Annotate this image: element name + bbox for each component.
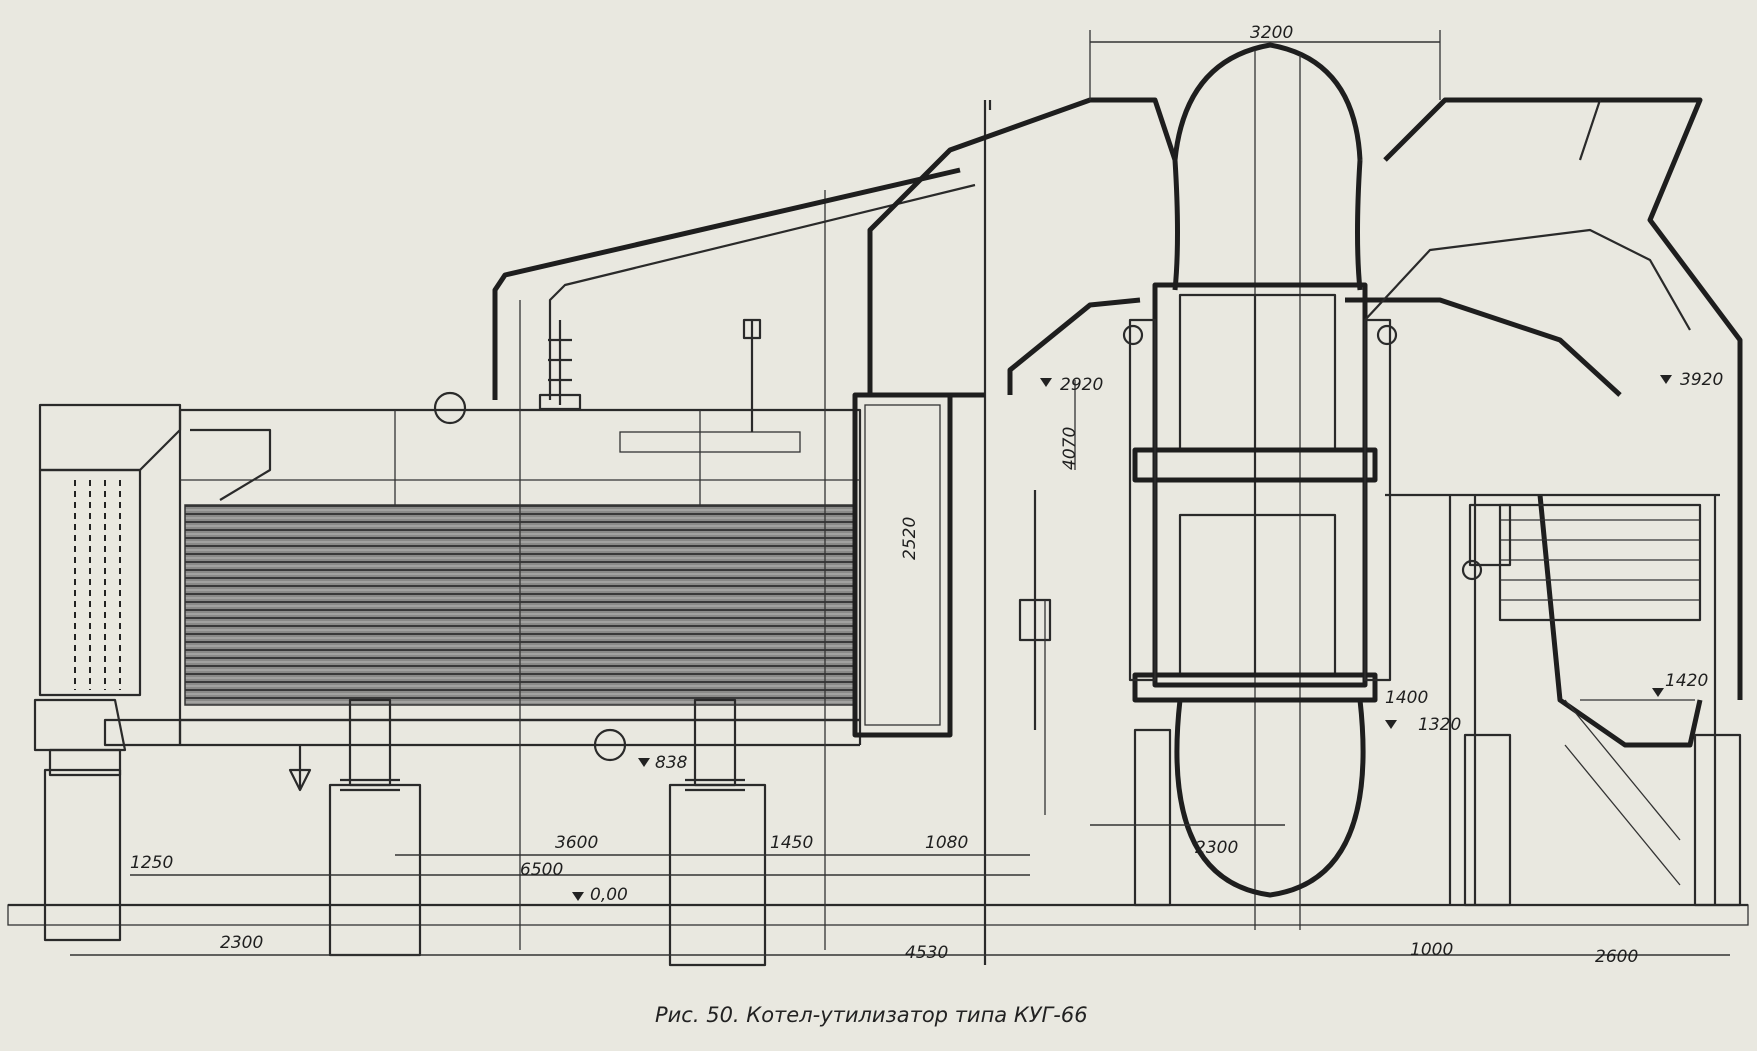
- dim-4530: 4530: [905, 943, 948, 963]
- right-duct-slats: [1500, 519, 1700, 601]
- dim-2300-left: 2300: [220, 933, 263, 953]
- dim-1450: 1450: [770, 833, 813, 853]
- dim-1250: 1250: [130, 853, 173, 873]
- dim-1420: 1420: [1665, 671, 1708, 691]
- dim-1400: 1400: [1385, 688, 1428, 708]
- ground: [7, 903, 1749, 926]
- dim-2300-center: 2300: [1195, 838, 1238, 858]
- pipe-runs: [492, 167, 976, 411]
- dim-1080: 1080: [925, 833, 968, 853]
- dimension-lines: [70, 30, 1730, 956]
- left-furnace: [33, 403, 182, 777]
- dim-3600: 3600: [555, 833, 598, 853]
- boiler-body: [103, 190, 862, 950]
- right-support-frame: [1133, 495, 1742, 907]
- dim-2600: 2600: [1595, 947, 1638, 967]
- support-legs: [340, 698, 745, 792]
- dim-000: 0,00: [590, 885, 628, 905]
- dim-3920: 3920: [1680, 370, 1723, 390]
- dim-2920: 2920: [1060, 375, 1103, 395]
- furnace-chain-column: [74, 480, 121, 690]
- top-dome: [1172, 42, 1363, 930]
- gas-duct: [867, 97, 1743, 398]
- dimension-labels: 3200 3920 2920 4070 2520 1400 1420 1320 …: [130, 23, 1723, 967]
- dim-2520: 2520: [900, 517, 920, 560]
- figure-caption: Рис. 50. Котел-утилизатор типа КУГ-66: [655, 1003, 1088, 1027]
- dim-6500: 6500: [520, 860, 563, 880]
- center-chamber: [852, 100, 1052, 965]
- dim-1320: 1320: [1418, 715, 1461, 735]
- dim-4070: 4070: [1060, 427, 1080, 470]
- right-duct: [1364, 228, 1743, 748]
- level-markers: [572, 375, 1672, 901]
- dim-3200: 3200: [1250, 23, 1293, 43]
- heat-exchanger: [1122, 282, 1398, 703]
- bottom-drum: [1174, 699, 1366, 898]
- vertical-gridlines: [394, 190, 826, 950]
- dim-838: 838: [655, 753, 688, 773]
- dim-1000: 1000: [1410, 940, 1453, 960]
